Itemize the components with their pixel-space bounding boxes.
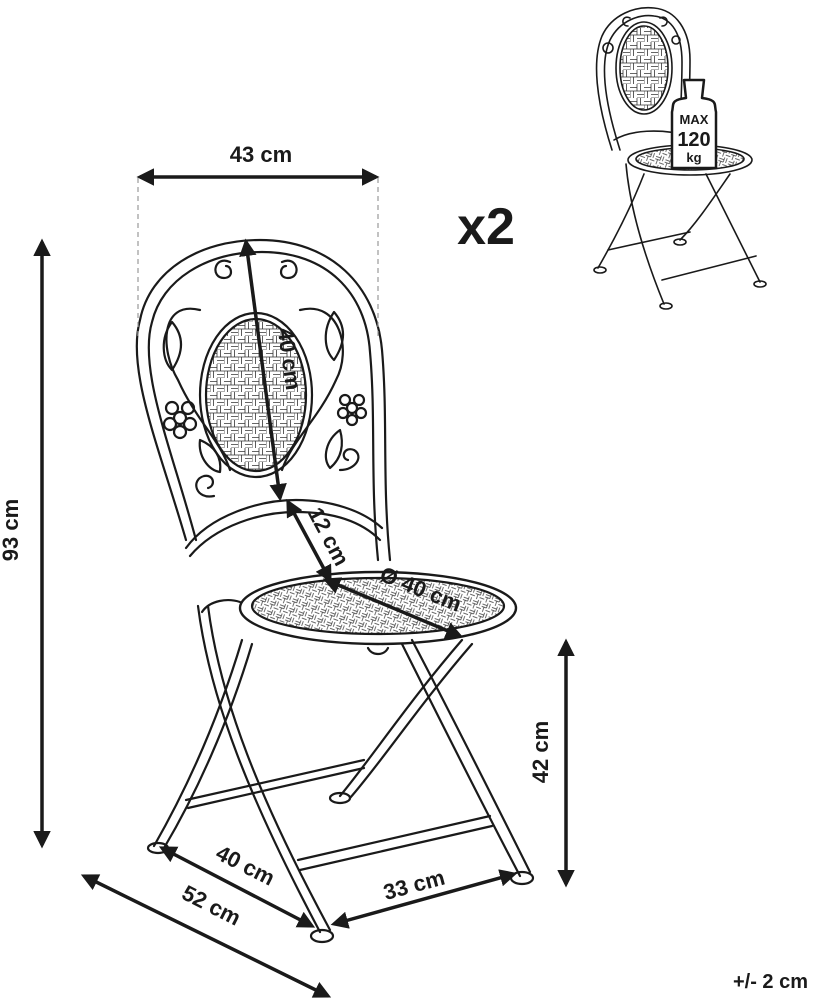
heart-scroll <box>165 307 344 472</box>
max-load-label: MAX <box>680 112 709 127</box>
top-scrolls <box>214 259 298 280</box>
seat-outer <box>238 570 518 646</box>
label-seat-height: 42 cm <box>528 721 553 783</box>
leaf-lower-right <box>324 428 343 470</box>
arrow-leg-width <box>330 869 518 929</box>
seat-weave <box>250 576 506 636</box>
label-depth-inner: 40 cm <box>212 840 279 891</box>
max-load-badge: MAX 120 kg <box>670 78 718 170</box>
scroll-lower-left <box>195 474 216 498</box>
leg-front-left <box>152 638 244 848</box>
leg-front-right <box>400 642 522 878</box>
arrow-seat-diameter <box>322 577 464 639</box>
stretcher-lower <box>296 814 494 872</box>
weight-icon <box>670 78 718 170</box>
backrest-rail <box>184 498 384 550</box>
leaf-lower-left <box>198 438 222 474</box>
leaf-right <box>324 310 345 362</box>
label-backrest-gap: 12 cm <box>303 503 354 570</box>
flower-left <box>162 400 198 440</box>
leg-back-right <box>338 638 464 798</box>
arrow-depth-outer <box>80 874 332 998</box>
dimension-lines <box>33 168 575 998</box>
label-total-height: 93 cm <box>0 499 23 561</box>
max-load-value: 120 <box>677 129 710 151</box>
label-quantity: x2 <box>457 198 515 256</box>
label-leg-width: 33 cm <box>381 865 448 905</box>
flower-right <box>336 393 368 427</box>
chair-drawing <box>135 238 535 944</box>
arrow-backrest-gap <box>286 498 332 584</box>
dimension-labels: 43 cm 93 cm 40 cm 12 cm Ø 40 cm 42 cm 40… <box>0 142 808 993</box>
stretcher-upper <box>184 758 366 810</box>
max-load-unit: kg <box>686 150 701 165</box>
label-width-top: 43 cm <box>230 142 292 167</box>
arrow-backrest-height <box>239 238 287 502</box>
leaf-left <box>162 320 183 372</box>
label-tolerance: +/- 2 cm <box>733 971 808 993</box>
scroll-lower-right <box>338 448 360 472</box>
